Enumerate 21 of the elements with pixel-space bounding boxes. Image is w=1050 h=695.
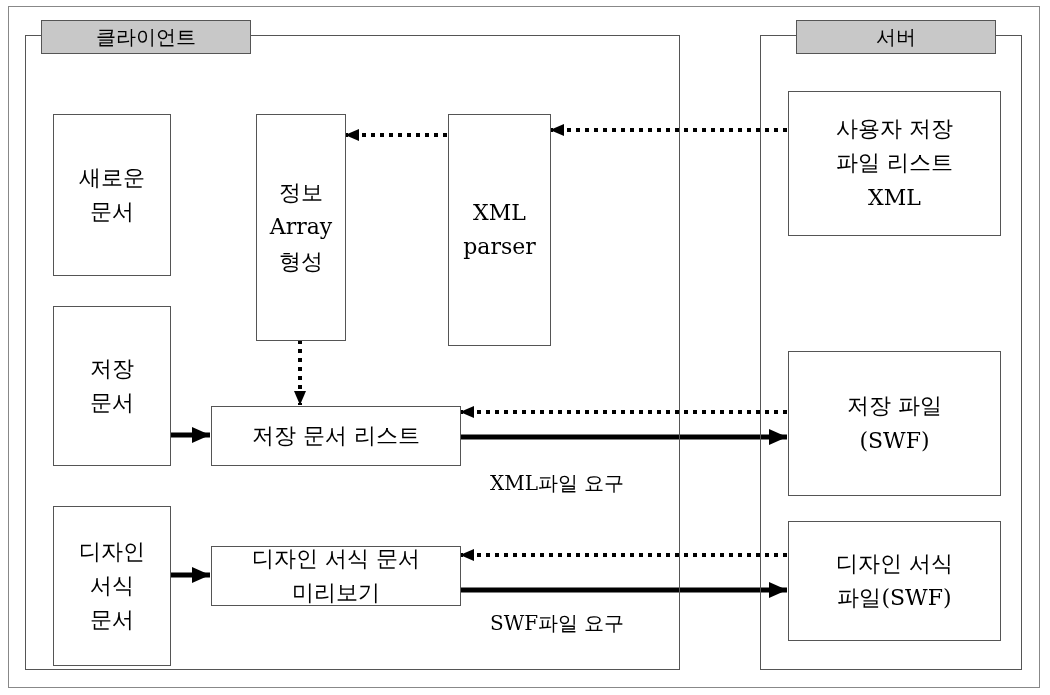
arrow xyxy=(460,406,787,418)
arrow xyxy=(460,582,787,598)
process-box: 저장 파일(SWF) xyxy=(788,351,1001,496)
group-heading: 서버 xyxy=(796,20,996,54)
arrow xyxy=(170,567,210,583)
process-box: XML parser xyxy=(448,114,551,346)
arrow xyxy=(460,549,787,561)
arrow xyxy=(345,129,447,141)
process-box: 사용자 저장 파일 리스트 XML xyxy=(788,91,1001,236)
process-box: 디자인 서식 문서 미리보기 xyxy=(211,546,461,606)
group-heading: 클라이언트 xyxy=(41,20,251,54)
process-box: 디자인 서식 파일(SWF) xyxy=(788,521,1001,641)
process-box: 저장 문서 xyxy=(53,306,171,466)
arrow xyxy=(460,429,787,445)
process-box: 저장 문서 리스트 xyxy=(211,406,461,466)
process-box: 새로운 문서 xyxy=(53,114,171,276)
arrow xyxy=(294,340,306,405)
process-box: 디자인 서식 문서 xyxy=(53,506,171,666)
arrow xyxy=(170,427,210,443)
arrow xyxy=(550,124,787,136)
process-box: 정보 Array 형성 xyxy=(256,114,346,341)
